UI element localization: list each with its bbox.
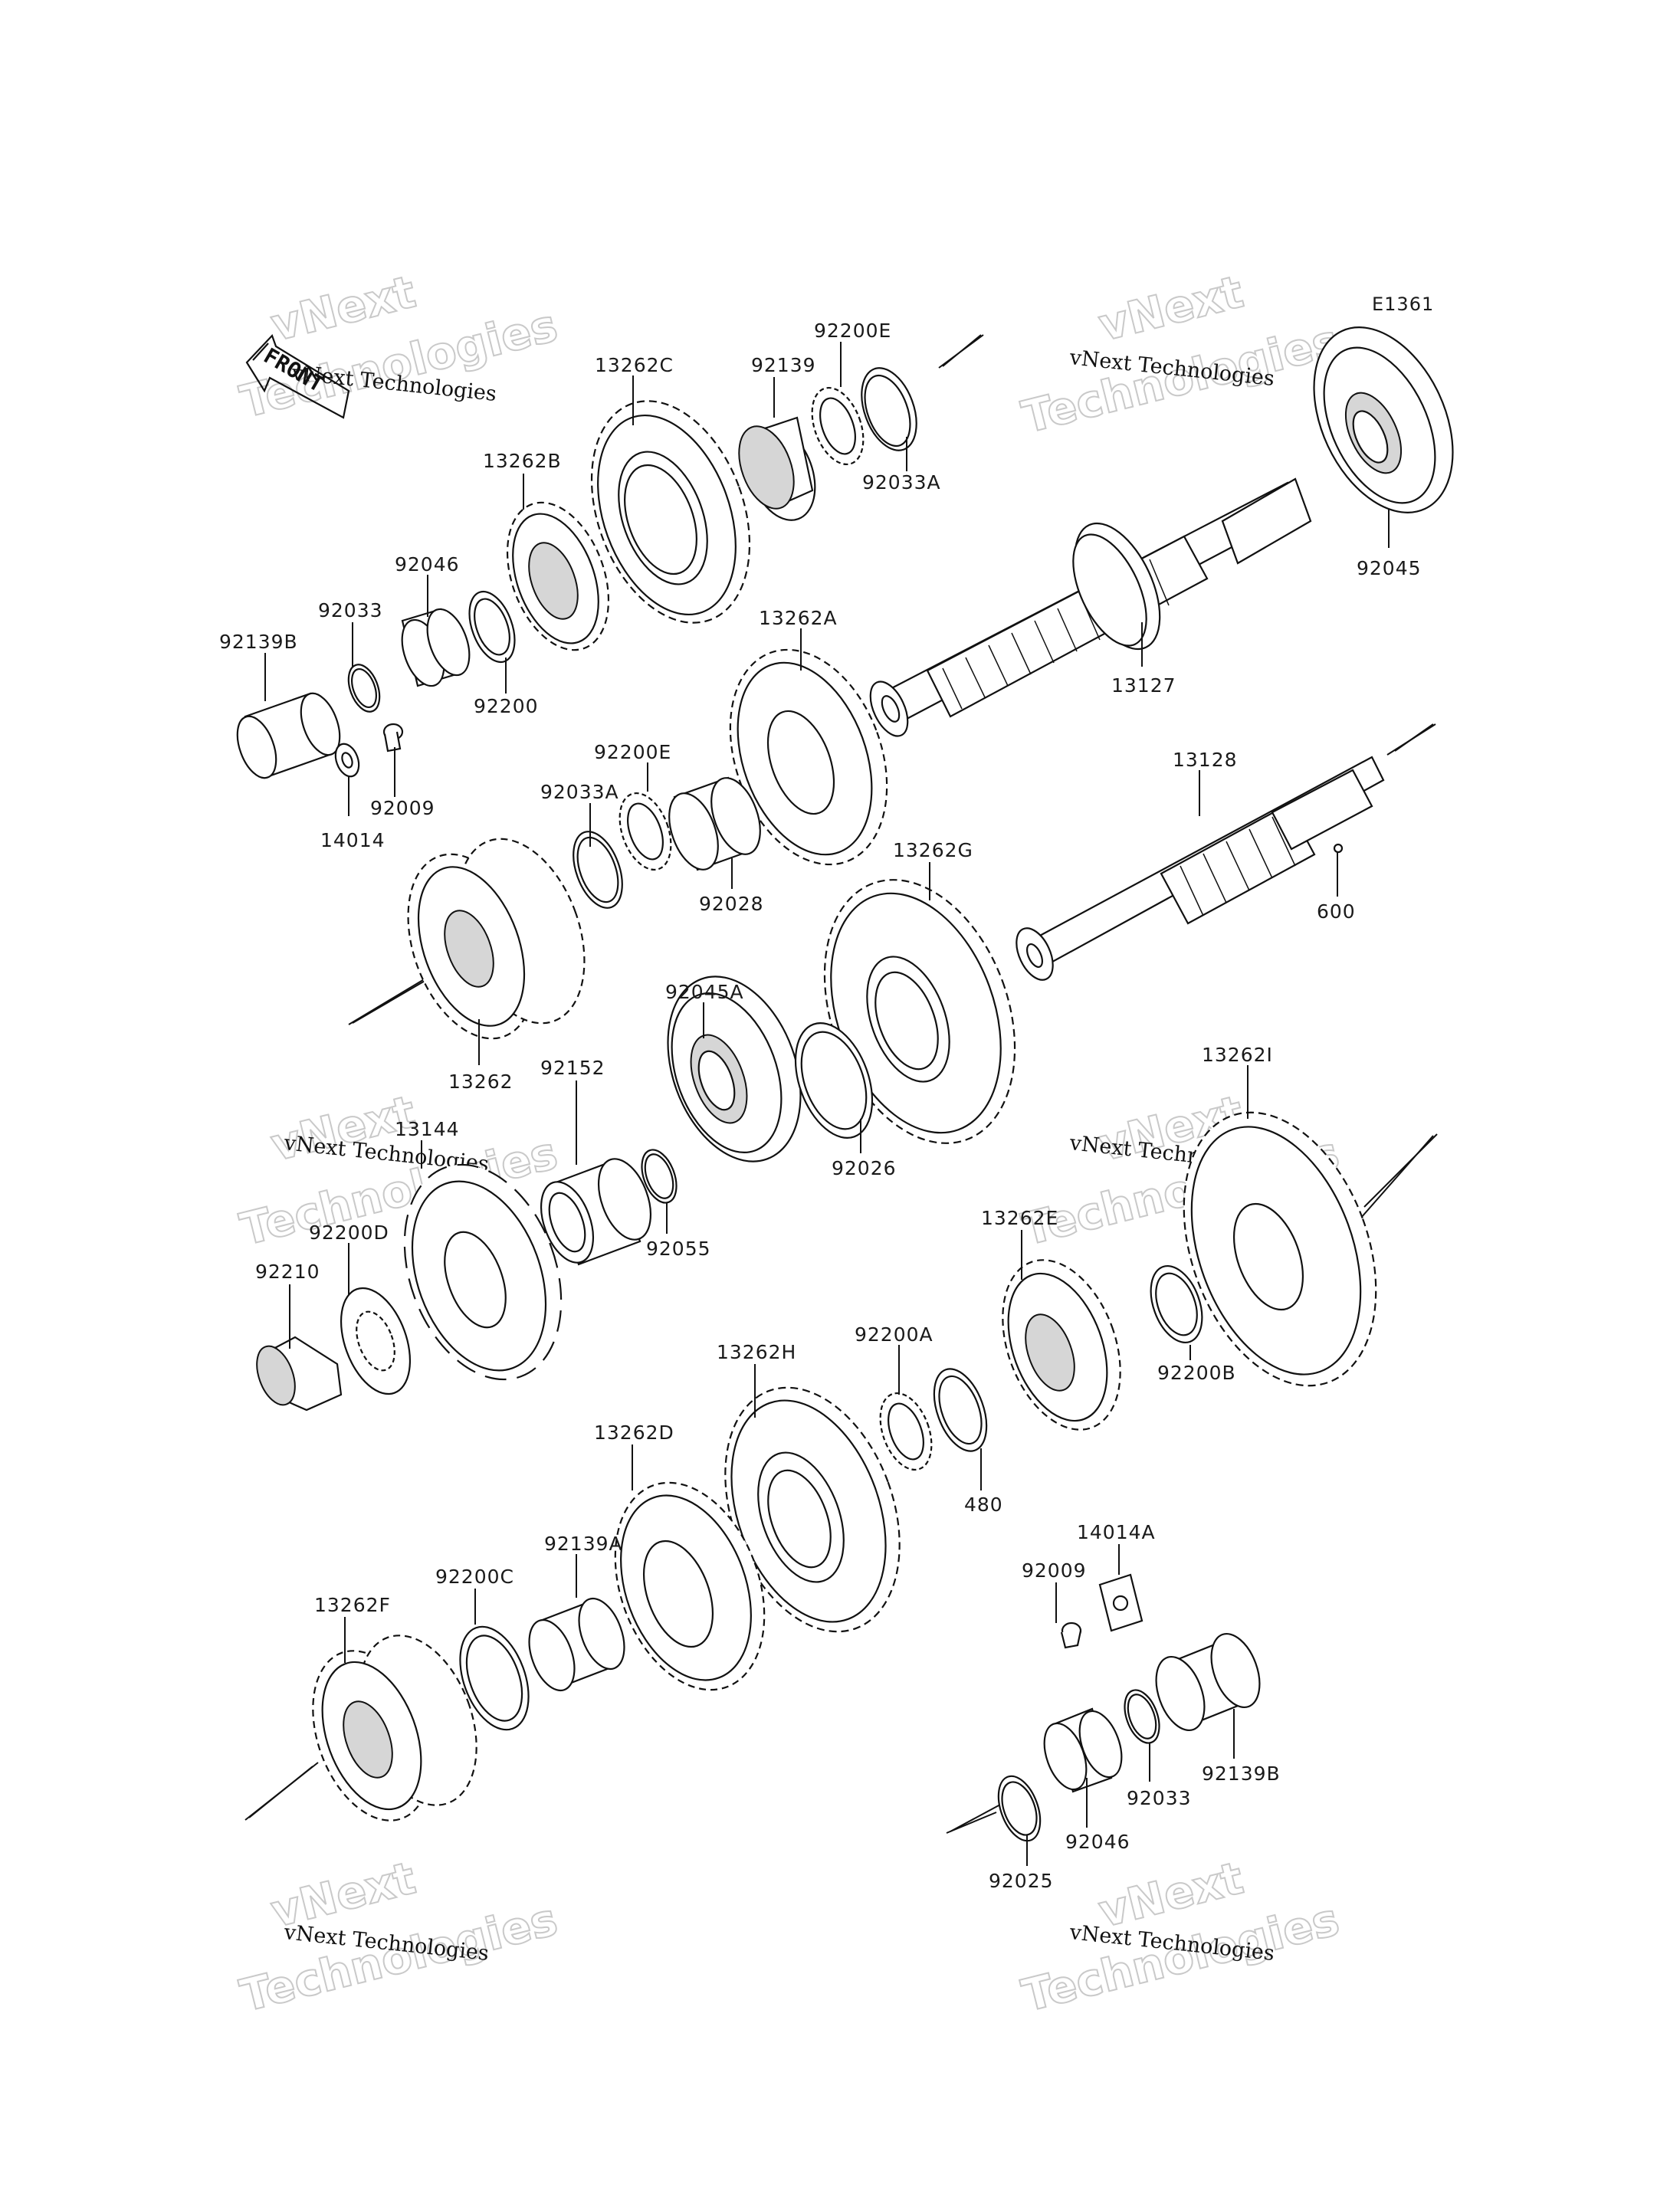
svg-text:vNext: vNext [1094, 265, 1249, 351]
leader-lines [264, 342, 1390, 1866]
part-labels: 13262C 92139 92200E 92033A 13262B 92046 … [219, 320, 1422, 1892]
label-13262: 13262 [448, 1071, 514, 1093]
gear-13262D [614, 1481, 766, 1691]
washer-14014 [334, 743, 360, 778]
gear-13262G [823, 879, 1016, 1144]
label-13262F: 13262F [314, 1594, 391, 1616]
label-14014A: 14014A [1077, 1521, 1156, 1543]
label-92200E-mid: 92200E [594, 741, 671, 763]
label-92139B-top: 92139B [219, 631, 298, 653]
label-92009-bottom: 92009 [1022, 1559, 1087, 1582]
gear-13262E [1002, 1259, 1121, 1431]
washer-92200C [459, 1625, 530, 1731]
gear-13262B [506, 501, 610, 651]
label-13262G: 13262G [893, 839, 973, 861]
label-92200E-top: 92200E [814, 320, 891, 342]
sprocket-13144 [403, 1163, 563, 1381]
circlip-480 [933, 1368, 988, 1452]
washer-92200A [879, 1392, 933, 1471]
circlip-92033-bottom [1124, 1689, 1160, 1744]
axis-lines [244, 334, 1438, 1834]
bearing-92045A [667, 976, 802, 1162]
label-13262E: 13262E [981, 1207, 1058, 1229]
gear-13262I [1183, 1111, 1377, 1387]
washer-92200E-mid [619, 792, 672, 871]
bushing-92139B-bottom [1155, 1632, 1261, 1732]
label-92200D: 92200D [309, 1221, 389, 1244]
label-92200: 92200 [474, 695, 539, 717]
washer-92200B [1150, 1264, 1203, 1344]
label-92152: 92152 [540, 1057, 605, 1079]
circlip-92033A-top [861, 367, 917, 451]
label-13262D: 13262D [594, 1421, 674, 1444]
plate-14014A [1098, 1573, 1144, 1632]
label-92026: 92026 [832, 1157, 897, 1179]
washer-92200 [468, 590, 516, 664]
needle-bearing-92139 [738, 416, 816, 521]
washer-92200D [340, 1287, 412, 1395]
oring-92055 [641, 1149, 678, 1204]
gear-13262F [312, 1635, 477, 1822]
shaft-13128 [1016, 756, 1385, 981]
diagram-code: E1361 [1372, 293, 1434, 315]
needle-bearing-92046-top [401, 608, 471, 687]
label-92139B-bottom: 92139B [1202, 1763, 1281, 1785]
label-13262A: 13262A [759, 607, 838, 629]
label-92210: 92210 [255, 1261, 320, 1283]
label-13144: 13144 [395, 1118, 460, 1140]
screw-92009-bottom [1060, 1622, 1082, 1649]
label-92046-top: 92046 [395, 553, 460, 575]
label-13262B: 13262B [483, 450, 562, 472]
label-13262C: 13262C [595, 354, 674, 376]
label-92033A-top: 92033A [862, 471, 941, 494]
screw-92009-top [382, 723, 404, 753]
label-13128: 13128 [1173, 749, 1238, 771]
label-92200B: 92200B [1157, 1362, 1236, 1384]
nut-92210 [256, 1336, 343, 1412]
washer-92025 [997, 1775, 1042, 1842]
gear-13262 [407, 838, 586, 1040]
washer-92026 [794, 1022, 874, 1139]
watermark-top-left: vNext Technologies vNext Technologies [235, 264, 563, 428]
label-13262H: 13262H [717, 1341, 796, 1363]
label-92139A: 92139A [544, 1533, 623, 1555]
label-92033A-mid: 92033A [540, 781, 619, 803]
washer-92200E-top [811, 386, 865, 466]
watermark-top-right: vNext Technologies vNext Technologies [1016, 264, 1345, 444]
bearing-92045 [1313, 326, 1454, 513]
label-92200C: 92200C [435, 1566, 514, 1588]
label-92045A: 92045A [665, 981, 744, 1003]
gear-13262C [590, 400, 751, 624]
shaft-13127 [869, 477, 1312, 737]
label-13262I: 13262I [1202, 1044, 1273, 1066]
label-13127: 13127 [1111, 674, 1176, 697]
label-92200A: 92200A [855, 1323, 934, 1346]
watermark-bottom-right: vNext Technologies vNext Technologies [1016, 1851, 1345, 2022]
label-92055: 92055 [646, 1238, 711, 1260]
circlip-92033-top [347, 664, 381, 713]
label-600: 600 [1317, 900, 1356, 923]
collar-92152 [540, 1158, 651, 1266]
circlip-92033A-mid [573, 831, 623, 909]
label-92033-top: 92033 [318, 599, 383, 621]
watermark-bottom-left: vNext Technologies vNext Technologies [235, 1851, 563, 2022]
label-14014: 14014 [320, 829, 386, 851]
label-92139: 92139 [751, 354, 816, 376]
bushing-92139B-top [236, 692, 341, 779]
label-92045: 92045 [1357, 557, 1422, 579]
label-92009-top: 92009 [370, 797, 435, 819]
gear-13262H [724, 1386, 901, 1633]
label-92025: 92025 [989, 1870, 1054, 1892]
label-92033-bottom: 92033 [1127, 1787, 1192, 1809]
label-92046-bottom: 92046 [1065, 1831, 1130, 1853]
needle-bearing-92046-bottom [1043, 1707, 1123, 1793]
label-480: 480 [964, 1494, 1003, 1516]
bushing-92139A [528, 1597, 625, 1692]
gear-13262A [729, 648, 888, 866]
bushing-92028 [668, 776, 761, 871]
label-92028: 92028 [699, 893, 764, 915]
